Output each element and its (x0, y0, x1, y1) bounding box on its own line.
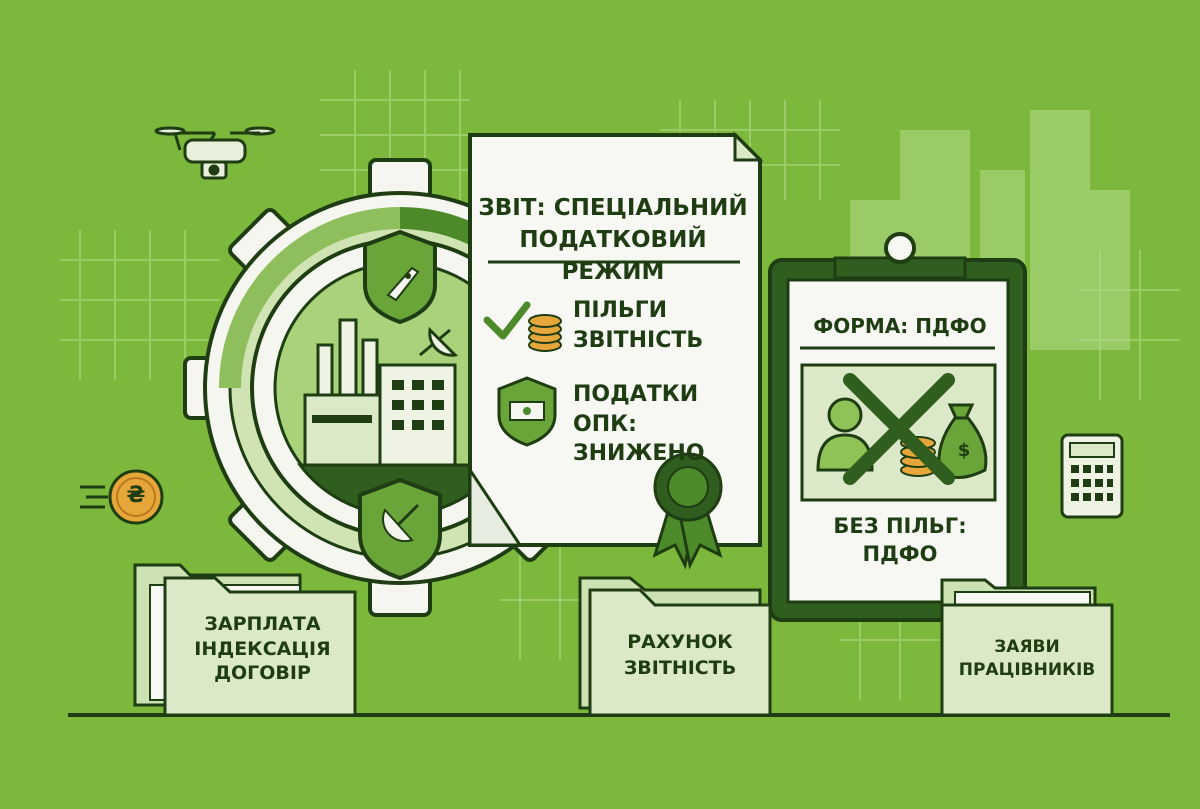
folder-middle-label: РАХУНОК ЗВІТНІСТЬ (595, 630, 765, 681)
folder-left-line1: ЗАРПЛАТА (204, 613, 321, 635)
rocket-shield-icon (363, 229, 437, 325)
folder-left-line3: ДОГОВІР (214, 662, 311, 685)
money-shield-icon (497, 376, 557, 447)
clipboard-footer-line1: БЕЗ ПІЛЬГ: (833, 514, 967, 538)
drone-icon (154, 126, 276, 180)
report-document (468, 131, 764, 547)
satellite-shield-icon (358, 477, 442, 581)
report-title: ЗВІТ: СПЕЦІАЛЬНИЙ ПОДАТКОВИЙ РЕЖИМ (478, 192, 748, 289)
clipboard-title: ФОРМА: ПДФО (813, 314, 987, 338)
folder-right-label: ЗАЯВИ ПРАЦІВНИКІВ (946, 636, 1108, 682)
report-item-benefits-line1: ПІЛЬГИ (573, 298, 668, 323)
report-title-line2: ПОДАТКОВИЙ РЕЖИМ (519, 227, 707, 286)
coin-symbol: ₴ (126, 483, 146, 508)
check-mark-icon (483, 301, 531, 340)
report-title-line1: ЗВІТ: СПЕЦІАЛЬНИЙ (478, 195, 748, 221)
seal-rosette-icon (652, 452, 723, 570)
folder-left-label: ЗАРПЛАТА ІНДЕКСАЦІЯ ДОГОВІР (175, 612, 350, 686)
calculator-icon (1060, 433, 1124, 519)
coin-stack-icon (528, 314, 562, 352)
report-item-benefits-line2: ЗВІТНІСТЬ (573, 327, 704, 353)
report-item-taxes-line1: ПОДАТКИ ОПК: (573, 382, 699, 437)
report-item-taxes: ПОДАТКИ ОПК: ЗНИЖЕНО (573, 380, 758, 469)
report-item-benefits: ПІЛЬГИ ЗВІТНІСТЬ (573, 296, 758, 355)
folder-middle-line1: РАХУНОК (627, 631, 733, 653)
hryvnia-coin-icon (80, 469, 164, 525)
folder-right-line1: ЗАЯВИ (994, 637, 1060, 657)
folder-left-line2: ІНДЕКСАЦІЯ (194, 637, 331, 660)
folder-right-line2: ПРАЦІВНИКІВ (958, 659, 1096, 680)
money-bag-symbol: $ (957, 440, 971, 461)
folder-left (133, 563, 357, 717)
cross-mark-icon (843, 373, 955, 485)
clipboard-footer: БЕЗ ПІЛЬГ: ПДФО (795, 512, 1005, 569)
report-item-taxes-line2: ЗНИЖЕНО (573, 441, 705, 467)
money-bag-icon (937, 403, 988, 479)
folder-right (940, 578, 1114, 717)
clipboard-footer-line2: ПДФО (862, 542, 938, 567)
folder-middle-line2: ЗВІТНІСТЬ (623, 656, 737, 679)
folder-middle (578, 576, 772, 717)
